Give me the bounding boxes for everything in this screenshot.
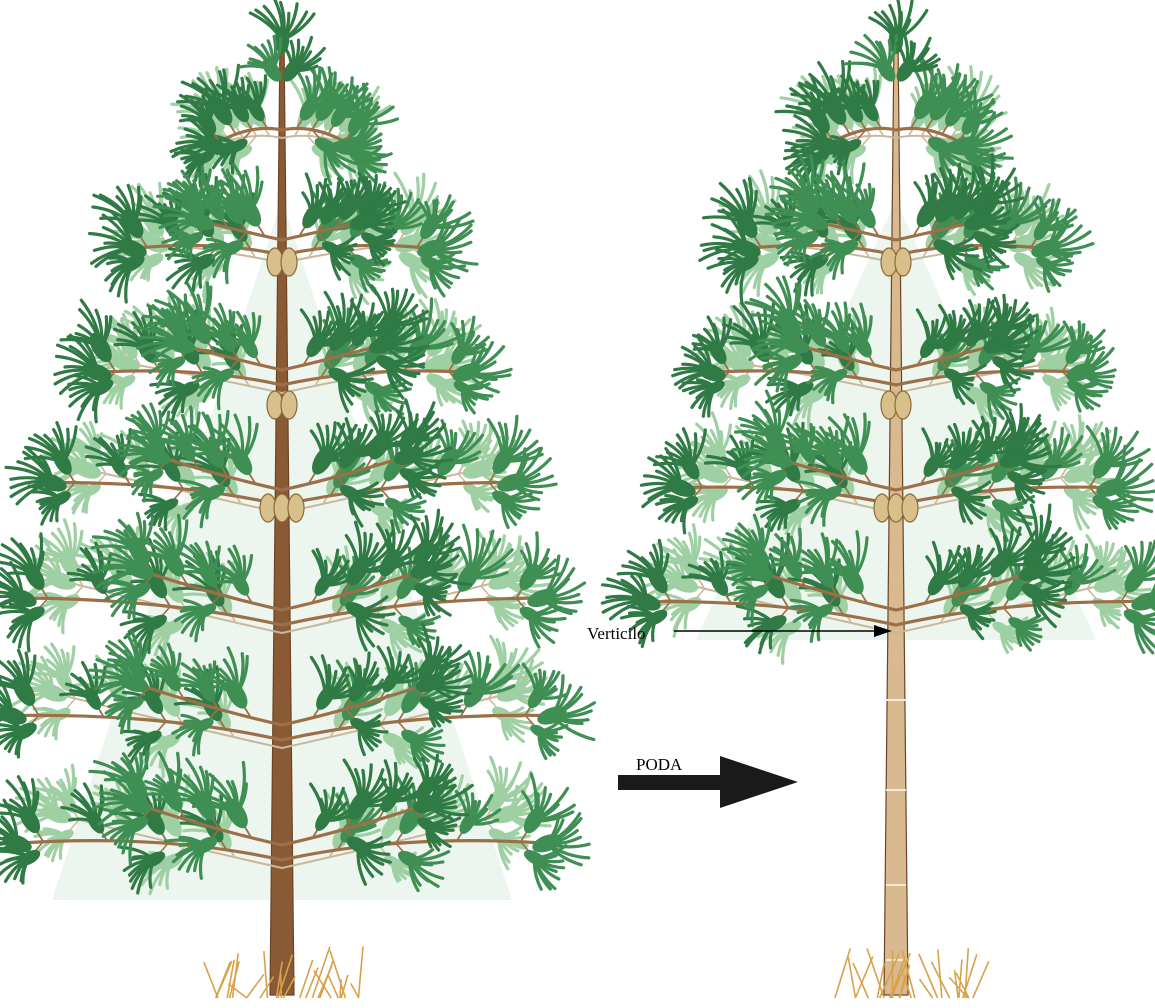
needle-cluster (0, 603, 47, 651)
dry-grass (306, 968, 318, 998)
dry-grass (351, 984, 359, 999)
needle-cluster (528, 722, 567, 758)
dry-grass (216, 961, 232, 998)
dry-grass (204, 962, 218, 998)
needle-cluster (1061, 483, 1101, 529)
cone (281, 391, 297, 419)
cone (281, 248, 297, 276)
needle-cluster (250, 0, 314, 54)
dry-grass (246, 974, 264, 998)
needle-cluster (25, 423, 76, 478)
dry-grass (358, 947, 363, 999)
dry-grass (300, 960, 313, 998)
needle-cluster (29, 486, 73, 524)
cone (288, 494, 304, 522)
needle-cluster (489, 487, 538, 527)
unpruned-tree (0, 0, 594, 998)
pruned-tree (602, 0, 1155, 998)
